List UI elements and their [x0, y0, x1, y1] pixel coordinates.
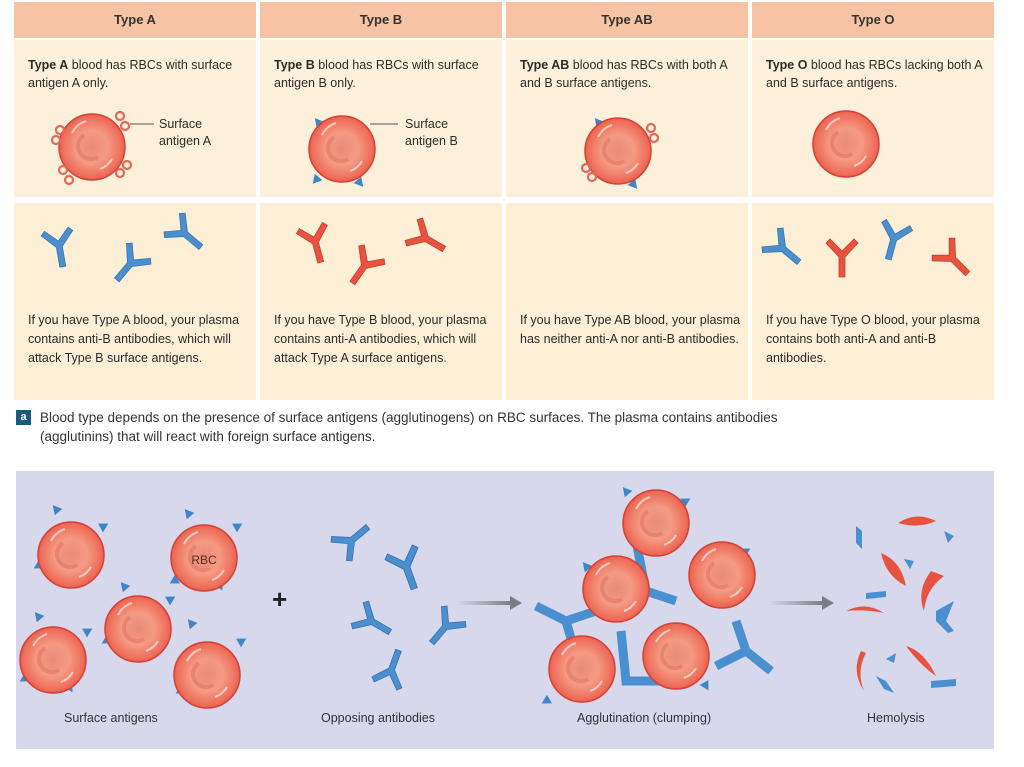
plasma-cell: If you have Type O blood, your plasma co… [752, 203, 994, 400]
arrow-right-icon [456, 596, 522, 610]
column-header: Type AB [506, 2, 748, 38]
stage-label-hemolysis: Hemolysis [867, 711, 925, 725]
column-header: Type A [14, 2, 256, 38]
anti-a-and-anti-b-antibodies-icon [759, 218, 980, 286]
plasma-text: If you have Type AB blood, your plasma h… [520, 313, 741, 346]
stage-label-agglutination: Agglutination (clumping) [577, 711, 712, 725]
plasma-text: If you have Type O blood, your plasma co… [766, 313, 980, 365]
description: Type O blood has RBCs lacking both A and… [766, 58, 982, 90]
rbc-label: RBC [191, 553, 217, 567]
anti-a-antibodies-icon [295, 215, 453, 293]
rbcs-with-surface-antigens-icon: RBC [17, 501, 249, 710]
caption-text: Blood type depends on the presence of su… [40, 410, 778, 444]
arrow-right-icon [768, 596, 834, 610]
description: Type B blood has RBCs with surface antig… [274, 58, 479, 90]
rbc-with-antigen-b-icon [307, 114, 398, 191]
agglutination-clump-icon [533, 483, 774, 708]
column-type-o: Type O Type O blood has RBCs lacking bot… [752, 2, 994, 400]
antigen-cell: Type B blood has RBCs with surface antig… [260, 40, 502, 197]
rbc-with-antigens-a-and-b-icon [580, 114, 660, 193]
antigen-cell: Type O blood has RBCs lacking both A and… [752, 40, 994, 197]
plus-sign: + [272, 584, 288, 614]
column-type-b: Type B Type B blood has RBCs with surfac… [260, 2, 502, 400]
rbc-with-antigen-a-icon [50, 110, 154, 186]
column-header: Type B [260, 2, 502, 38]
plasma-text: If you have Type A blood, your plasma co… [28, 313, 240, 365]
plasma-cell: If you have Type AB blood, your plasma h… [506, 203, 748, 400]
column-header: Type O [752, 2, 994, 38]
caption-badge: a [16, 410, 31, 425]
antigen-cell: Type A blood has RBCs with surface antig… [14, 40, 256, 197]
anti-b-antibodies-icon [40, 210, 212, 291]
opposing-antibodies-icon [328, 514, 469, 692]
stage-label-surface-antigens: Surface antigens [64, 711, 158, 725]
stage-label-opposing-antibodies: Opposing antibodies [321, 711, 435, 725]
hemolysis-fragments-icon [846, 516, 956, 693]
column-type-a: Type A Type A blood has RBCs with surfac… [14, 2, 256, 400]
column-type-ab: Type AB Type AB blood has RBCs with both… [506, 2, 748, 400]
description: Type A blood has RBCs with surface antig… [28, 58, 233, 90]
description: Type AB blood has RBCs with both A and B… [520, 58, 728, 90]
antigen-cell: Type AB blood has RBCs with both A and B… [506, 40, 748, 197]
plasma-cell: If you have Type B blood, your plasma co… [260, 203, 502, 400]
agglutination-panel: RBC + [16, 471, 994, 749]
plasma-text: If you have Type B blood, your plasma co… [274, 313, 487, 365]
rbc-no-antigen-icon [811, 109, 881, 179]
plasma-cell: If you have Type A blood, your plasma co… [14, 203, 256, 400]
